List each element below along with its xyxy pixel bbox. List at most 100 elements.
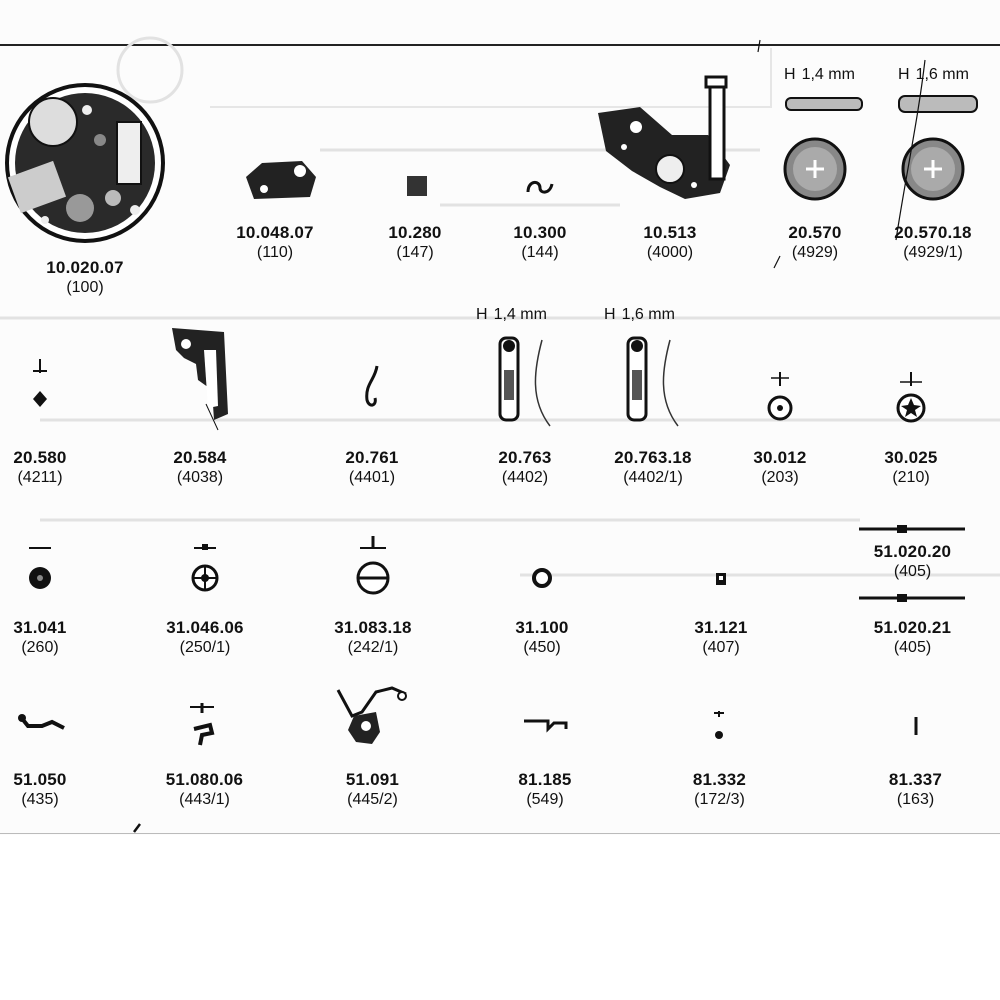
part-number: 10.280 [388, 223, 442, 242]
large-wheel-icon [356, 536, 390, 595]
part-81-185: 81.185 (549) [500, 705, 590, 815]
part-10-300: 10.300 (144) [490, 150, 590, 270]
part-10-280: 10.280 (147) [365, 150, 465, 270]
part-10-048-07: 10.048.07 (110) [220, 150, 330, 270]
part-reference: (147) [396, 244, 434, 261]
part-reference: (242/1) [347, 639, 399, 656]
part-number: 20.761 [345, 448, 399, 467]
small-spring-icon [365, 365, 379, 407]
part-number: 30.025 [884, 448, 938, 467]
part-number: 31.046.06 [166, 618, 244, 637]
part-number: 81.185 [518, 770, 572, 789]
part-20-570: 20.570 (4929) [770, 130, 860, 270]
battery-cell-icon [901, 137, 965, 201]
small-part-icon [716, 573, 726, 585]
part-51-080-06: 51.080.06 (443/1) [152, 695, 257, 815]
pinion-icon [33, 359, 47, 407]
part-number: 81.332 [692, 770, 747, 789]
part-reference: (4402) [501, 469, 549, 486]
part-reference: (4401) [348, 469, 396, 486]
part-31-041: 31.041 (260) [0, 538, 80, 660]
part-reference: (4038) [176, 469, 224, 486]
bottom-edge [0, 833, 1000, 834]
part-reference: (203) [761, 469, 799, 486]
long-stem-icon [859, 594, 965, 602]
bridge-icon [246, 161, 316, 199]
part-number: 51.020.21 [873, 618, 952, 637]
jewel-icon [714, 711, 724, 739]
part-reference: (4211) [17, 469, 63, 486]
part-51-050: 51.050 (435) [0, 700, 80, 815]
part-81-337: 81.337 (163) [868, 705, 963, 815]
part-31-100: 31.100 (450) [497, 555, 587, 660]
part-number: 20.763 [498, 448, 552, 467]
part-number: 10.513 [643, 223, 697, 242]
contact-spring-icon [626, 336, 679, 427]
bracket-icon [172, 328, 228, 420]
contact-spring-icon [498, 336, 551, 427]
part-reference: (260) [21, 639, 59, 656]
part-reference: (443/1) [179, 791, 230, 808]
circuit-module-icon [598, 75, 730, 199]
part-20-584: 20.584 (4038) [150, 320, 250, 490]
part-31-121: 31.121 (407) [676, 555, 766, 660]
part-51-091: 51.091 (445/2) [320, 680, 425, 815]
setting-lever-icon [336, 686, 407, 744]
part-20-763: 20.763 (4402) [475, 330, 575, 490]
battery-side-icon [785, 97, 863, 111]
part-number: 31.083.18 [334, 618, 412, 637]
part-reference: (405) [893, 563, 932, 580]
part-reference: (4000) [646, 244, 694, 261]
part-reference: (163) [896, 791, 935, 808]
part-number: 20.580 [13, 448, 67, 467]
part-number: 20.763.18 [614, 448, 692, 467]
catalog-sheet: 10.020.07 (100) 10.048.07 (110) 10.280 (… [0, 36, 1000, 834]
part-30-012: 30.012 (203) [735, 360, 825, 490]
part-number: 31.041 [13, 618, 67, 637]
movement-plate-icon [5, 83, 165, 243]
part-20-761: 20.761 (4401) [322, 350, 422, 490]
square-block-icon [407, 176, 427, 196]
part-number: 30.012 [753, 448, 807, 467]
star-wheel-icon [896, 372, 926, 423]
part-20-580: 20.580 (4211) [0, 350, 80, 490]
part-reference: (172/3) [694, 791, 745, 808]
part-10-020-07: 10.020.07 (100) [5, 80, 165, 305]
part-number: 10.300 [513, 223, 567, 242]
part-reference: (405) [893, 639, 932, 656]
part-reference: (435) [21, 791, 59, 808]
flat-spring-icon [524, 719, 568, 733]
part-number: 31.100 [515, 618, 569, 637]
spring-clip-icon [526, 181, 554, 194]
part-reference: (100) [66, 279, 104, 296]
pin-icon [914, 717, 918, 735]
part-reference: (110) [256, 244, 294, 261]
part-reference: (450) [523, 639, 561, 656]
part-reference: (407) [702, 639, 740, 656]
battery-cell-icon [783, 137, 847, 201]
spoked-wheel-icon [191, 544, 219, 592]
part-number: 51.020.20 [873, 542, 952, 561]
ring-icon [532, 568, 552, 588]
show-through-strokes [0, 36, 1000, 577]
yoke-icon [190, 703, 215, 746]
part-reference: (4402/1) [623, 469, 683, 486]
wheel-icon [767, 372, 793, 421]
part-10-513: 10.513 (4000) [590, 75, 750, 270]
battery-side-icon [898, 95, 978, 113]
part-31-083-18: 31.083.18 (242/1) [318, 530, 428, 660]
part-number: 81.337 [888, 770, 943, 789]
part-number: 51.050 [13, 770, 67, 789]
top-rule [0, 44, 1000, 46]
part-81-332: 81.332 (172/3) [672, 705, 767, 815]
part-number: 20.570 [788, 223, 842, 242]
part-30-025: 30.025 (210) [866, 360, 956, 490]
part-number: 51.091 [345, 770, 400, 789]
part-reference: (210) [892, 469, 930, 486]
show-through-band [210, 48, 772, 108]
part-number: 20.584 [173, 448, 227, 467]
